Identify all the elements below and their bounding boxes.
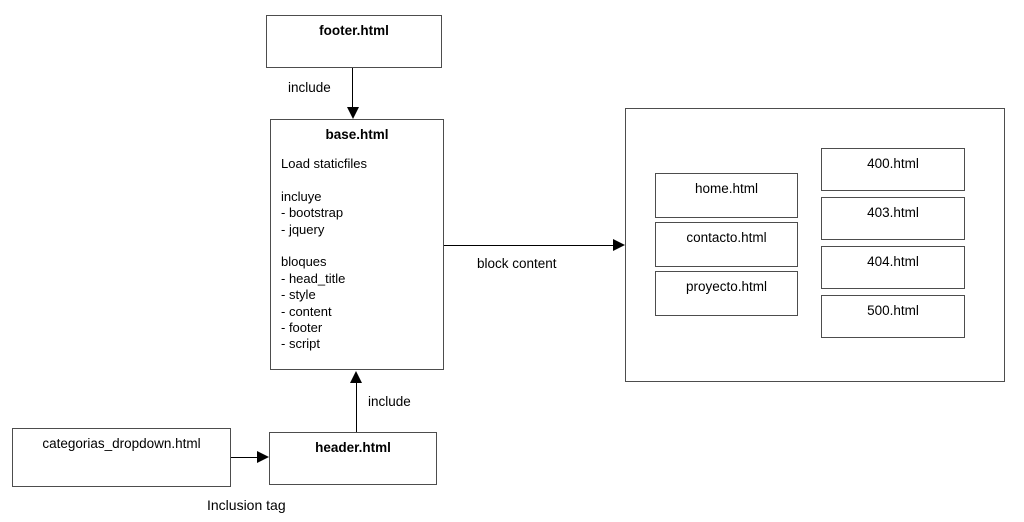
categorias-dropdown-html-box: categorias_dropdown.html (12, 428, 231, 487)
home-html-box: home.html (655, 173, 798, 218)
header-html-box: header.html (269, 432, 437, 485)
base-html-title: base.html (325, 127, 389, 142)
error-404-html-box: 404.html (821, 246, 965, 289)
error-400-html-title: 400.html (867, 156, 919, 171)
error-500-html-title: 500.html (867, 303, 919, 318)
categorias-dropdown-html-title: categorias_dropdown.html (42, 436, 201, 451)
error-403-html-box: 403.html (821, 197, 965, 240)
error-400-html-box: 400.html (821, 148, 965, 191)
base-body-line: - script (281, 336, 320, 352)
arrowhead-down-icon (347, 107, 359, 119)
error-500-html-box: 500.html (821, 295, 965, 338)
base-html-body: Load staticfiles incluye - bootstrap - j… (271, 156, 443, 353)
base-body-line (281, 238, 443, 254)
base-body-line: - head_title (281, 270, 346, 286)
base-body-line (281, 172, 443, 188)
error-403-html-title: 403.html (867, 205, 919, 220)
base-body-line: - jquery (281, 221, 325, 237)
base-body-line: - footer (281, 319, 323, 335)
base-body-line: - bootstrap (281, 205, 344, 221)
arrowhead-right-icon (613, 239, 625, 251)
base-body-line: bloques (281, 254, 327, 270)
connector-base-to-pages (444, 245, 613, 247)
footer-html-box: footer.html (266, 15, 442, 68)
base-html-box: base.html Load staticfiles incluye - boo… (270, 119, 444, 370)
base-body-line: incluye (281, 188, 322, 204)
contacto-html-title: contacto.html (686, 230, 767, 245)
arrowhead-right-icon (257, 451, 269, 463)
footer-html-title: footer.html (319, 23, 389, 38)
connector-categorias-to-header (231, 457, 257, 459)
error-404-html-title: 404.html (867, 254, 919, 269)
header-html-title: header.html (315, 440, 391, 455)
connector-header-to-base (356, 383, 358, 432)
contacto-html-box: contacto.html (655, 222, 798, 267)
proyecto-html-title: proyecto.html (685, 279, 768, 294)
arrowhead-up-icon (350, 371, 362, 383)
connector-footer-to-base (352, 68, 354, 107)
inclusion-tag-label: Inclusion tag (207, 497, 286, 513)
base-body-line: Load staticfiles (281, 156, 367, 171)
home-html-title: home.html (694, 181, 759, 196)
base-body-line: - content (281, 303, 332, 319)
include-label-top: include (288, 80, 331, 95)
base-body-line: - style (281, 287, 316, 303)
proyecto-html-box: proyecto.html (655, 271, 798, 316)
include-label-bottom: include (368, 394, 411, 409)
block-content-label: block content (477, 256, 557, 271)
